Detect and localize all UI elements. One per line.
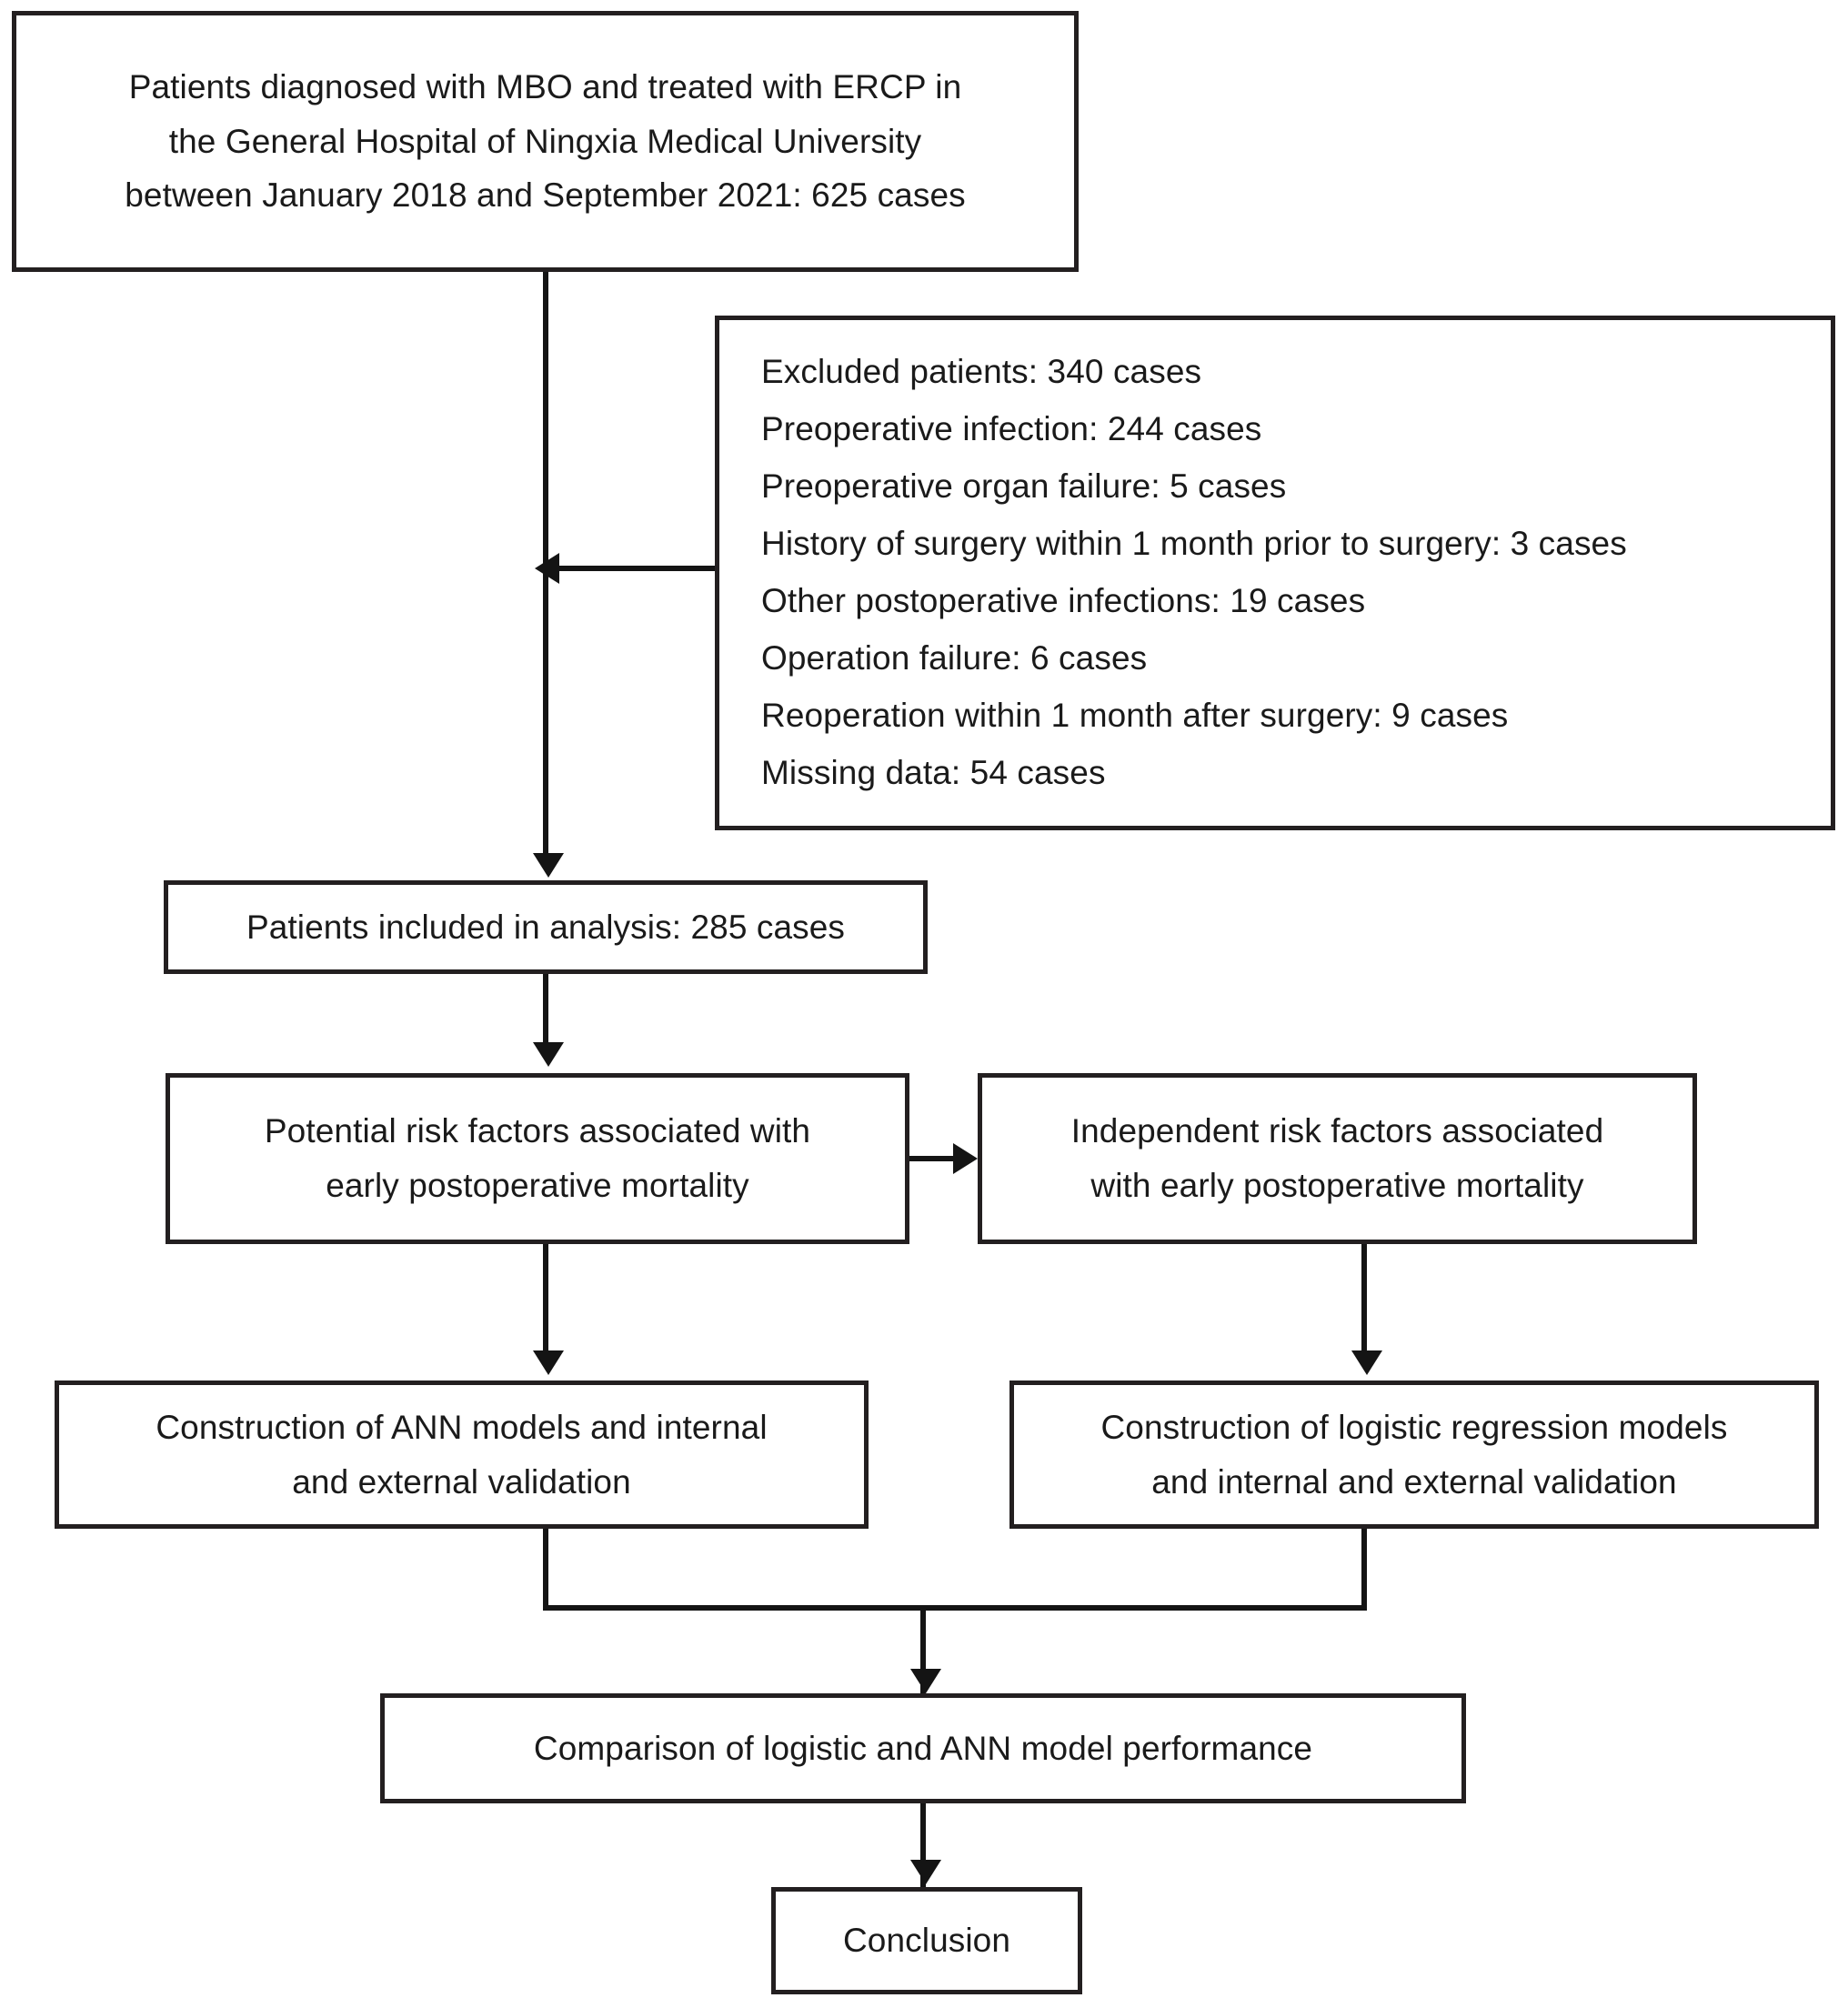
arrowhead-down-icon	[910, 1669, 941, 1693]
node-potential-risk-factors: Potential risk factors associated with e…	[166, 1073, 909, 1244]
node-conclusion-label: Conclusion	[842, 1922, 1011, 1960]
connector-ann-drop	[543, 1529, 548, 1611]
connector-potential-to-ann	[543, 1244, 548, 1355]
connector-comparison-to-conclusion	[920, 1803, 926, 1894]
arrowhead-left-icon	[535, 553, 559, 584]
connector-independent-to-logistic	[1361, 1244, 1367, 1355]
node-excluded-patients: Excluded patients: 340 cases Preoperativ…	[715, 316, 1835, 830]
node-source-population: Patients diagnosed with MBO and treated …	[12, 11, 1079, 272]
connector-included-to-potential	[543, 974, 548, 1047]
connector-merge-to-comparison	[920, 1605, 926, 1701]
connector-potential-to-independent	[909, 1156, 957, 1161]
node-source-population-label: Patients diagnosed with MBO and treated …	[125, 67, 966, 215]
node-model-comparison-label: Comparison of logistic and ANN model per…	[533, 1729, 1313, 1767]
node-independent-risk-factors-label: Independent risk factors associated with…	[1070, 1112, 1604, 1204]
node-included-patients-label: Patients included in analysis: 285 cases	[246, 908, 846, 946]
node-ann-construction-label: Construction of ANN models and internal …	[156, 1408, 768, 1501]
connector-merge-bar	[543, 1605, 1367, 1611]
node-included-patients: Patients included in analysis: 285 cases	[164, 880, 928, 974]
arrowhead-down-icon	[910, 1860, 941, 1884]
arrowhead-down-icon	[533, 1042, 564, 1067]
node-conclusion: Conclusion	[771, 1887, 1082, 1994]
node-excluded-patients-label: Excluded patients: 340 cases Preoperativ…	[761, 353, 1627, 791]
node-ann-construction: Construction of ANN models and internal …	[55, 1380, 869, 1529]
node-independent-risk-factors: Independent risk factors associated with…	[978, 1073, 1697, 1244]
connector-logistic-drop	[1361, 1529, 1367, 1611]
node-potential-risk-factors-label: Potential risk factors associated with e…	[264, 1112, 811, 1204]
arrowhead-down-icon	[1351, 1350, 1382, 1375]
node-model-comparison: Comparison of logistic and ANN model per…	[380, 1693, 1466, 1803]
arrowhead-right-icon	[953, 1143, 978, 1174]
connector-excluded-to-trunk	[555, 566, 717, 571]
node-logistic-construction-label: Construction of logistic regression mode…	[1100, 1408, 1728, 1501]
arrowhead-down-icon	[533, 853, 564, 878]
node-logistic-construction: Construction of logistic regression mode…	[1009, 1380, 1819, 1529]
arrowhead-down-icon	[533, 1350, 564, 1375]
